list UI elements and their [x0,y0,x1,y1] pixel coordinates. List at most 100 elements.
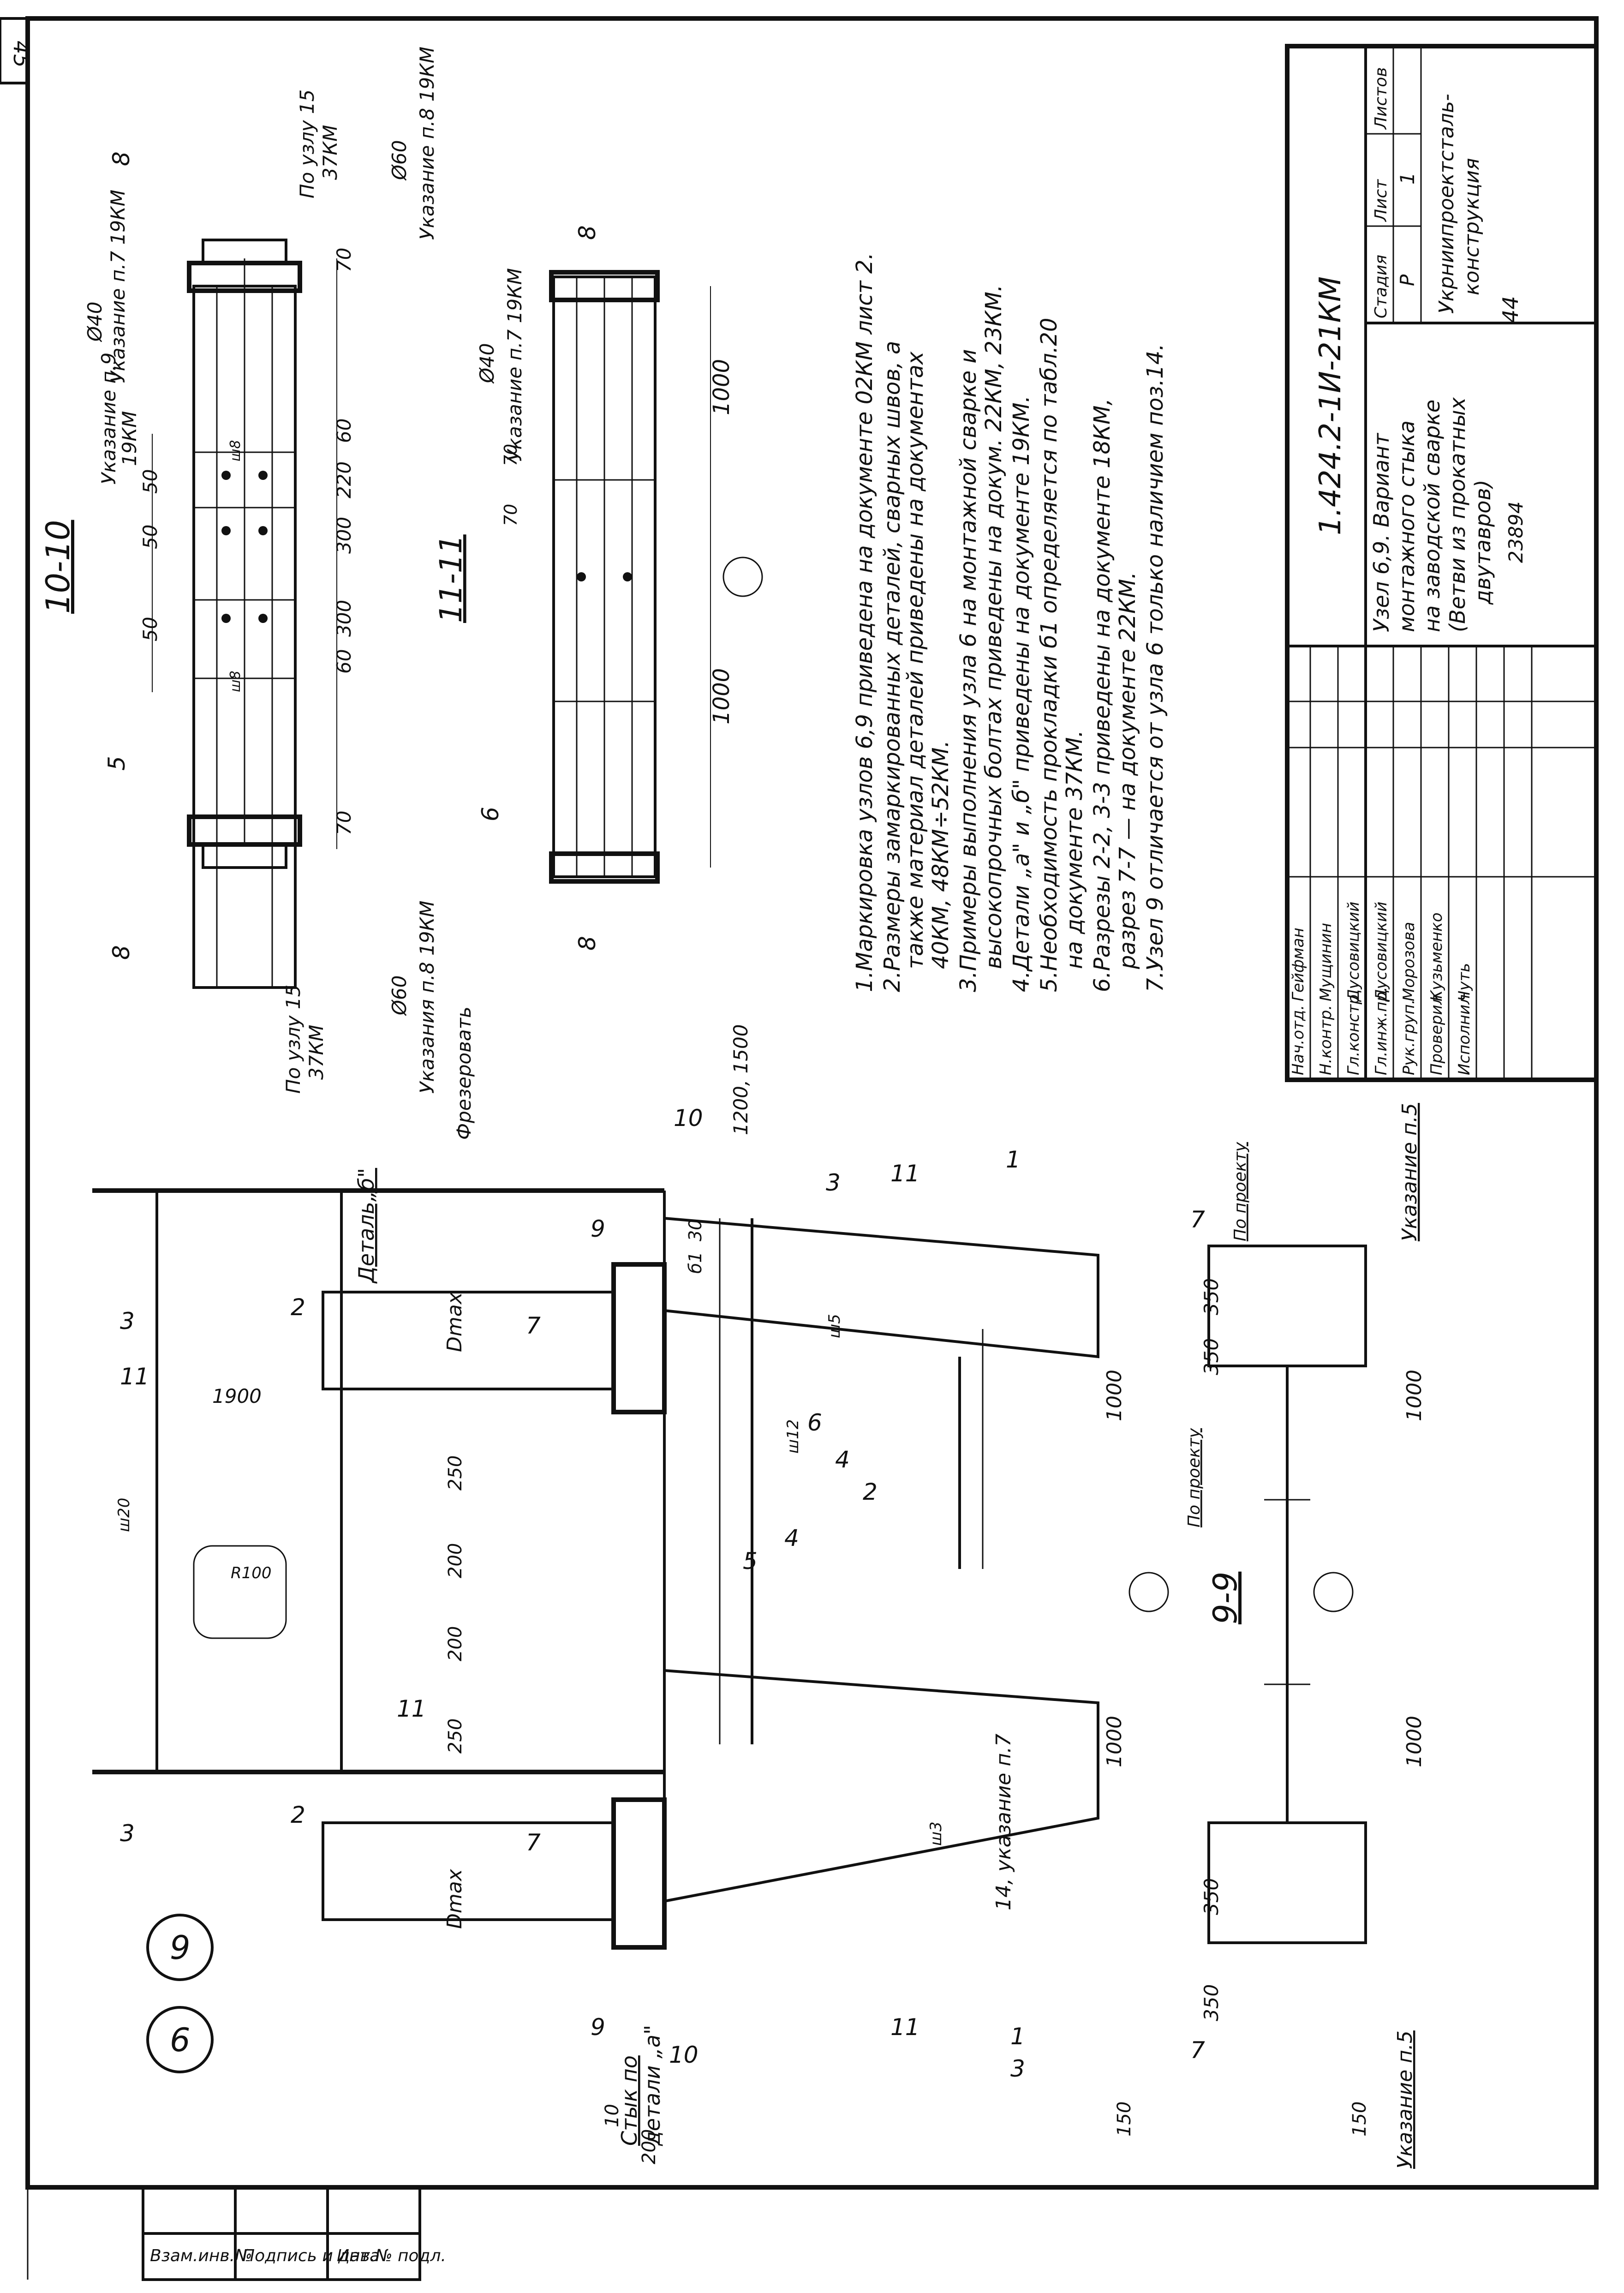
dim-1000-left: 1000 [1103,1716,1126,1767]
dim-350-2: 350 [1200,1878,1223,1915]
weld-3: ш3 [927,1821,945,1846]
dim-10-4: 300 [333,600,355,637]
dim-1000-right: 1000 [1103,1370,1126,1421]
org-line-1: Укрниипроектсталь- [1435,94,1458,314]
mill-label: Фрезеровать [453,1006,475,1140]
sec-mark-10b: 10 [674,1105,703,1132]
pos-6-11: 6 [477,807,504,821]
name-2: Мущинин [1317,923,1335,1001]
dim-web-4: 250 [445,1455,466,1491]
section-9-9-title: 9-9 [1206,1572,1244,1624]
name-7: Чуть [1455,963,1474,1001]
archive-number: 23894 [1505,501,1527,563]
name-6: Кузьменко [1427,912,1446,1001]
by-project-1: По проекту [1185,1428,1204,1527]
note-9: на документе 37КМ. [1062,730,1087,969]
weld-10-1: ш8 [227,440,244,461]
pos-14: 14, указание п.7 [992,1734,1015,1910]
role-6: Проверил [1427,995,1446,1075]
role-5: Рук.груп. [1400,999,1418,1075]
dim-30: 30 [685,1219,705,1241]
dia-11: Ø40 [476,343,498,384]
dim-10-6: 220 [333,461,355,498]
role-3: Гл.констр. [1344,989,1363,1075]
stage-value: Р [1396,274,1419,286]
note-12: 7.Узел 9 отличается от узла 6 только нал… [1142,344,1168,993]
ref-left-2: 37КМ [305,1025,328,1080]
note-6: высокопрочных болтах приведены на докум.… [981,285,1007,969]
pos-5-main: 5 [743,1548,758,1575]
note-4: 40КМ, 48КМ÷52КМ. [928,740,954,969]
dim-350-1: 350 [1200,1984,1223,2021]
weld-5: ш5 [825,1314,844,1338]
sec-mark-2a: 2 [291,1294,305,1321]
dim-10-2: 60 [333,419,355,443]
dmax-top: Dmax [443,1292,466,1352]
detail-b: Деталь„б" [354,1168,379,1284]
dim-span-2: 1000 [1403,1370,1426,1421]
weld-20: ш20 [115,1498,133,1532]
radius-label: R100 [231,1564,272,1582]
title-block: 1.424.2-1И-21КМ Узел 6,9. Вариант монтаж… [1285,44,1599,1082]
ref-right-2: 37КМ [319,125,341,180]
title-line-3: на заводской сварке [1420,400,1445,632]
note-top: Указание п.7 19КМ [107,190,129,383]
dim-10-1: 70 [333,248,355,272]
pos-8-right: 8 [108,151,135,166]
dim-150-1: 150 [1114,2101,1135,2137]
stamp-inv-number: Инв.№ подл. [337,2246,446,2265]
node-6-label: 6 [170,2021,191,2059]
dim-1900: 1900 [212,1385,262,1407]
page-number: 44 [1498,296,1523,323]
pos-5: 5 [103,756,130,771]
dim-10-3: 60 [333,649,355,674]
note-10: 6.Разрезы 2-2, 3-3 приведены на документ… [1089,398,1115,992]
note-p5-bottom: Указание п.5 [1393,2030,1417,2169]
joint-a-2: детали „а" [640,2025,665,2146]
title-line-2: монтажного стыка [1394,420,1419,632]
dim-10-5: 300 [333,517,355,554]
note-8: 5.Необходимость прокладки б1 определяетс… [1036,318,1062,992]
by-project-2: По проекту [1231,1142,1250,1241]
pos-8-left: 8 [108,945,135,960]
dim-10-top-2: 50 [139,525,161,549]
note-3: также материал деталей приведены на доку… [902,351,928,969]
sheets-header: Листов [1372,67,1391,130]
dim-150-2: 150 [1349,2101,1370,2137]
pos-6-main: 6 [807,1409,822,1436]
dim-11-70a: 70 [501,504,521,526]
dim-350-4: 350 [1200,1278,1223,1315]
role-2: Н.контр. [1317,1005,1335,1075]
ref-right-1: По узлу 15 [296,90,318,198]
dim-11-2: 1000 [709,668,734,724]
note-p5-top: Указание п.5 [1398,1103,1421,1241]
sec-mark-10a: 10 [669,2042,699,2068]
pos-3a: 3 [1010,2055,1025,2082]
dim-b1: б1 [685,1251,705,1274]
title-line-5: двутавров) [1470,479,1495,605]
section-11-11: 11-11 1000 1000 70 70 Ø40 Указание п.7 1… [433,225,763,951]
pos-8-11-bottom: 8 [574,936,601,951]
name-5: Морозова [1400,922,1418,1001]
dim-span-1: 1000 [1403,1716,1426,1767]
node-9-circle [146,1914,214,1981]
sec-mark-3b: 3 [120,1820,135,1847]
dim-web-3: 200 [445,1543,466,1578]
notes: 1.Маркировка узлов 6,9 приведена на доку… [852,252,1168,992]
dim-10-7: 70 [333,811,355,835]
pos-8-11-top: 8 [574,225,601,240]
dim-11-70b: 70 [501,444,521,466]
node-6-circle [146,2006,214,2073]
dim-350-3: 350 [1200,1338,1223,1375]
dim-web-1: 250 [445,1718,466,1754]
sec-mark-9b: 9 [591,2014,605,2041]
role-4: Гл.инж.пр. [1372,987,1391,1075]
corner-sheet-number: 45 [9,41,34,68]
dia-right: Ø60 [388,140,411,181]
sec-mark-11b: 11 [890,1160,920,1187]
dia-top: Ø40 [84,301,106,342]
name-1: Гейфман [1289,928,1308,1001]
pos-4a: 4 [784,1525,799,1551]
dim-10: 10 [602,2104,623,2127]
ref-left-1: По узлу 15 [282,985,304,1094]
